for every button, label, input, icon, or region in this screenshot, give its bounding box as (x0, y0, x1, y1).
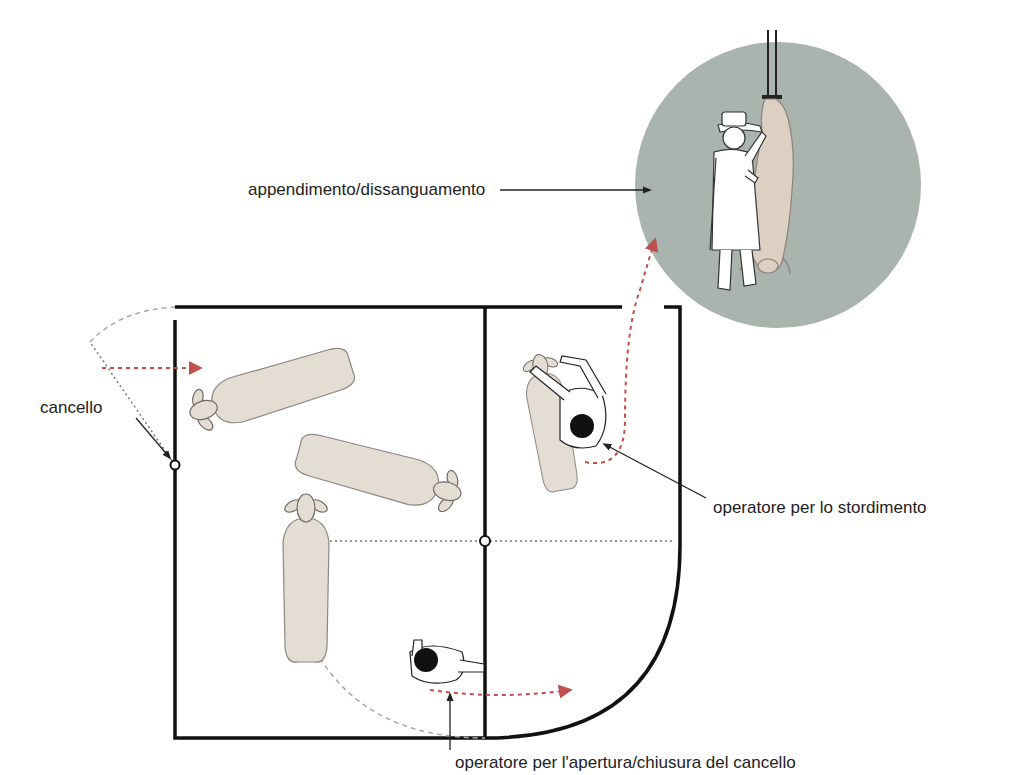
callout-label: appendimento/dissanguamento (248, 180, 485, 200)
pen-walls (175, 307, 680, 738)
hanging-area (635, 30, 921, 328)
leader-arrows (136, 190, 706, 750)
gate-operator (410, 640, 484, 683)
sheep-figures (183, 343, 581, 663)
stunning-operator (530, 356, 606, 448)
gate-swing (90, 307, 672, 738)
movement-arrows (102, 240, 655, 695)
callout-label: cancello (40, 398, 102, 418)
callout-label: operatore per l'apertura/chiusura del ca… (455, 753, 796, 773)
callout-label: operatore per lo stordimento (713, 498, 927, 518)
